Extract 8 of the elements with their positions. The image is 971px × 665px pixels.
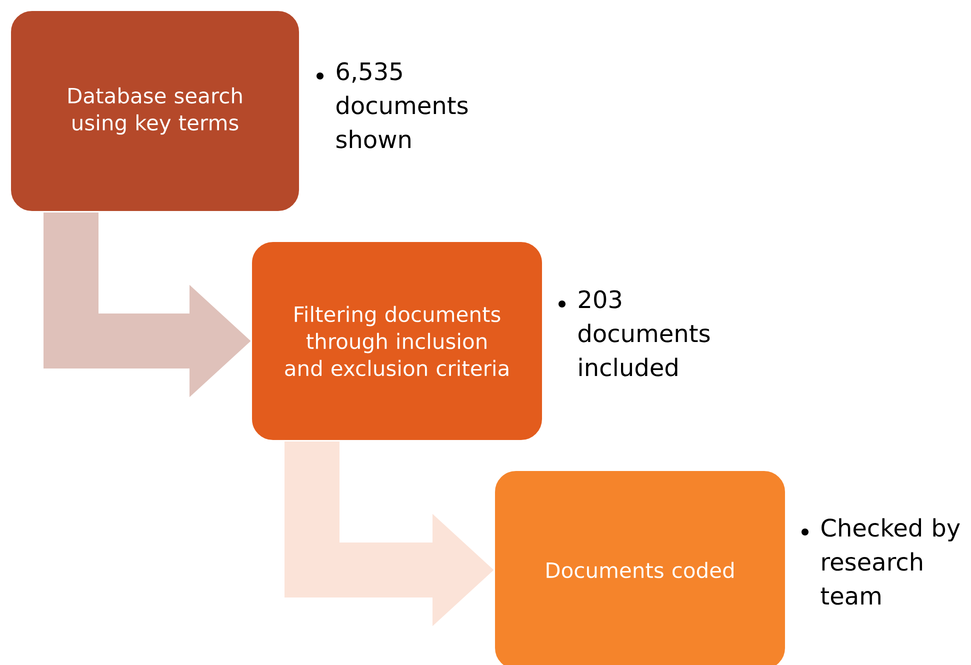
process-box: Filtering documents through inclusion and exclusion criteria	[250, 240, 544, 442]
bent-arrow	[44, 212, 251, 398]
note-text: 203 documents included	[578, 290, 710, 376]
note-text: Checked by research team	[820, 518, 960, 605]
process-box: Database search using key terms	[9, 9, 301, 213]
process-box: Documents coded	[493, 469, 787, 665]
bent-arrow	[284, 442, 494, 626]
note-text: 6,535 documents shown	[336, 62, 468, 148]
